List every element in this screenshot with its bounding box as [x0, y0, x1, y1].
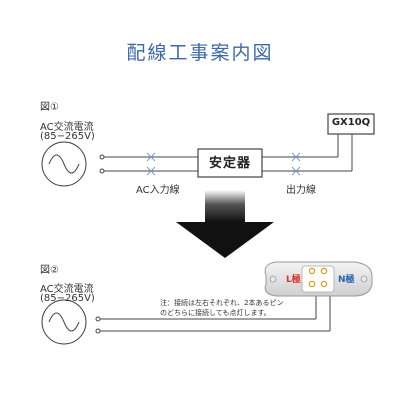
terminal: [99, 154, 105, 160]
cross-mark: [146, 152, 156, 176]
figure-1: [41, 113, 375, 187]
ac-source-range-1: (85−265V): [40, 131, 95, 142]
pin: [320, 280, 328, 288]
sine-wave-icon: [48, 312, 80, 332]
pin: [320, 267, 328, 275]
cross-mark: [291, 152, 301, 176]
pin: [308, 280, 316, 288]
figure-2: [41, 261, 373, 345]
ac-source-label-1: AC交流電流: [40, 122, 94, 133]
down-arrow: [176, 190, 274, 258]
figure-1-label: 図①: [40, 102, 59, 113]
lamp-socket: [264, 261, 373, 297]
wiring-note-line-1: 注：接続は左右それぞれ、2本あるピン: [160, 299, 284, 307]
ac-source-label-2: AC交流電流: [40, 284, 94, 295]
terminal: [99, 168, 105, 174]
page-title: 配線工事案内図: [126, 42, 274, 64]
sine-wave-icon: [48, 154, 80, 174]
terminal: [95, 328, 101, 334]
lamp-model-box: [327, 113, 375, 135]
ac-input-label: AC入力線: [136, 185, 180, 196]
ac-source-range-2: (85−265V): [40, 293, 95, 304]
terminal: [95, 316, 101, 322]
output-wire-label: 出力線: [286, 185, 316, 196]
stabilizer-label: 安定器: [208, 156, 251, 171]
figure-2-label: 図②: [40, 265, 59, 276]
wiring-note-line-2: のどちらに接続しても点灯します。: [160, 309, 271, 317]
l-pole-label: L極: [286, 275, 301, 285]
stabilizer-box: [197, 148, 263, 178]
ac-source-symbol-2: [41, 299, 87, 345]
ac-source-symbol-1: [41, 141, 87, 187]
n-pole-label: N極: [338, 275, 355, 285]
lamp-model-label: GX10Q: [331, 117, 371, 128]
pin: [308, 267, 316, 275]
